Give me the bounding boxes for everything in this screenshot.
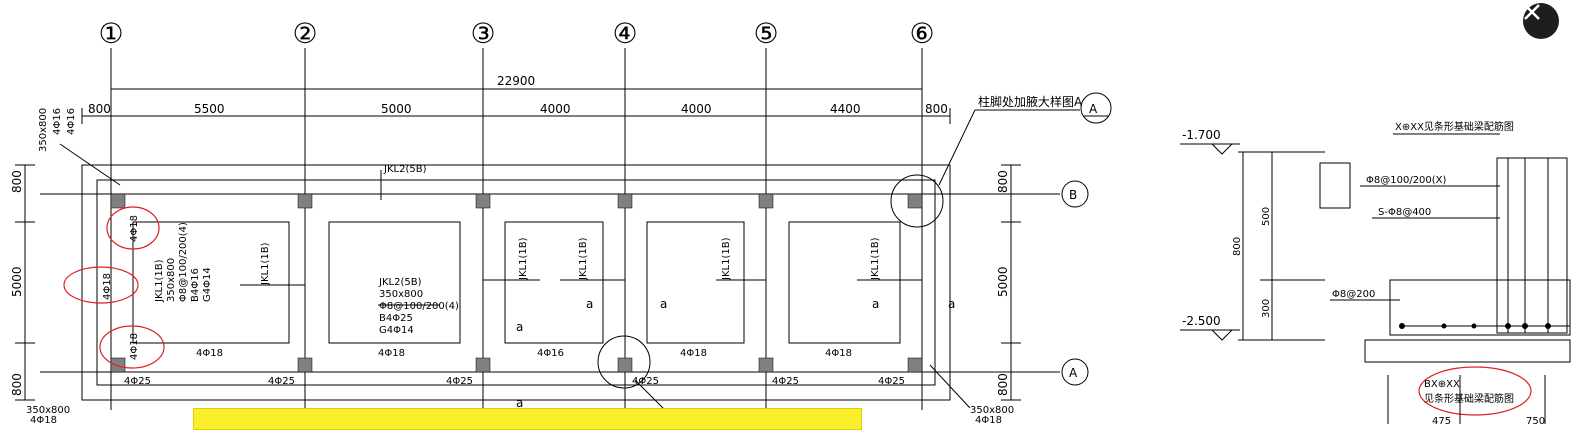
side-dim-bot-right: 800: [996, 373, 1010, 396]
side-dim-mid-right: 5000: [996, 266, 1010, 297]
jkl2-spec-4: G4Φ14: [379, 325, 414, 336]
section-mark-a-5: a: [516, 320, 523, 334]
grid-row-A: A: [1069, 366, 1078, 380]
grid-axis-5: ⑤: [753, 17, 778, 50]
rebar-bottom-4: 4Φ18: [680, 348, 707, 359]
side-dim-top: 800: [10, 170, 24, 193]
jkl2-spec-2: Φ8@100/200(4): [379, 301, 459, 312]
jkl2-spec-3: B4Φ25: [379, 313, 413, 324]
col-size-label: 350x800: [38, 108, 49, 152]
rebar-edge-1: 4Φ25: [124, 376, 151, 387]
col-size-bottom-right: 350x800: [970, 405, 1014, 416]
beam-jkl1-b: JKL1(1B): [518, 237, 529, 281]
beam-jkl2-top: JKL2(5B): [383, 164, 427, 175]
section-mark-a-4: a: [948, 297, 955, 311]
span-dim-3: 4000: [540, 102, 571, 116]
section-dim-500: 500: [1261, 207, 1272, 226]
rebar-edge-4: 4Φ25: [632, 376, 659, 387]
rebar-edge-2: 4Φ25: [268, 376, 295, 387]
section-stirrup: Φ8@100/200(X): [1366, 175, 1447, 186]
beam-jkl1-c: JKL1(1B): [578, 237, 589, 281]
span-dim-5: 4400: [830, 102, 861, 116]
rebar-label-2: 4Φ18: [102, 273, 113, 300]
jkl1-spec-2: Φ8@100/200(4): [178, 222, 189, 302]
rebar-edge-3: 4Φ25: [446, 376, 473, 387]
span-dim-2: 5000: [381, 102, 412, 116]
rebar-label-3: 4Φ18: [129, 333, 140, 360]
section-width-2: 750: [1526, 416, 1545, 424]
rebar-bottom-5: 4Φ18: [825, 348, 852, 359]
total-dim: 22900: [497, 74, 535, 88]
highlight-tooltip-bar: [193, 408, 862, 430]
col-bar-label: 4Φ16: [52, 108, 63, 135]
rebar-edge-5: 4Φ25: [772, 376, 799, 387]
rebar-bottom-1: 4Φ18: [196, 348, 223, 359]
span-dim-0: 800: [88, 102, 111, 116]
side-dim-mid: 5000: [10, 266, 24, 297]
section-mark-a-2: a: [660, 297, 667, 311]
section-tie: S-Φ8@400: [1378, 207, 1431, 218]
beam-jkl1-e: JKL1(1B): [870, 237, 881, 281]
jkl1-spec-3: B4Φ16: [190, 268, 201, 302]
grid-axis-2: ②: [292, 17, 317, 50]
jkl2-spec-0: JKL2(5B): [378, 277, 422, 288]
rebar-label-1: 4Φ18: [129, 215, 140, 242]
jkl1-spec-1: 350x800: [166, 258, 177, 302]
side-dim-bot: 800: [10, 373, 24, 396]
span-dim-6: 800: [925, 102, 948, 116]
close-icon: [1524, 4, 1540, 20]
side-dim-top-right: 800: [996, 170, 1010, 193]
section-mark-a-1: a: [586, 297, 593, 311]
section-mark-a-6: a: [516, 396, 523, 410]
section-mark-a-3: a: [872, 297, 879, 311]
section-bx-note: 见条形基础梁配筋图: [1424, 392, 1514, 405]
elevation-top: -1.700: [1182, 128, 1221, 142]
section-title: X⊕XX见条形基础梁配筋图: [1395, 120, 1514, 133]
beam-jkl1-a: JKL1(1B): [260, 242, 271, 286]
grid-row-B: B: [1069, 188, 1077, 202]
grid-axis-1: ①: [98, 17, 123, 50]
detail-callout-mark: A: [1089, 102, 1098, 116]
col-bar-bottom-right: 4Φ18: [975, 415, 1002, 424]
grid-axis-3: ③: [470, 17, 495, 50]
section-dim-300: 300: [1261, 299, 1272, 318]
beam-jkl1-d: JKL1(1B): [721, 237, 732, 281]
close-button[interactable]: [1523, 3, 1559, 39]
section-bx-label: BX⊕XX: [1424, 379, 1460, 390]
span-dim-1: 5500: [194, 102, 225, 116]
col-bar-label-2: 4Φ16: [66, 108, 77, 135]
rebar-bottom-2: 4Φ18: [378, 348, 405, 359]
grid-axis-6: ⑥: [909, 17, 934, 50]
section-width-1: 475: [1432, 416, 1451, 424]
jkl2-spec-1: 350x800: [379, 289, 423, 300]
detail-callout-text: 柱脚处加腋大样图A: [978, 94, 1083, 109]
col-bar-bottom-left: 4Φ18: [30, 415, 57, 424]
grid-axis-4: ④: [612, 17, 637, 50]
jkl1-spec-0: JKL1(1B): [154, 259, 165, 303]
rebar-bottom-3: 4Φ16: [537, 348, 564, 359]
jkl1-spec-4: G4Φ14: [202, 267, 213, 302]
elevation-bottom: -2.500: [1182, 314, 1221, 328]
section-dim-800: 800: [1232, 237, 1243, 256]
span-dim-4: 4000: [681, 102, 712, 116]
rebar-edge-6: 4Φ25: [878, 376, 905, 387]
col-size-bottom-left: 350x800: [26, 405, 70, 416]
section-bottom-bar: Φ8@200: [1332, 289, 1375, 300]
